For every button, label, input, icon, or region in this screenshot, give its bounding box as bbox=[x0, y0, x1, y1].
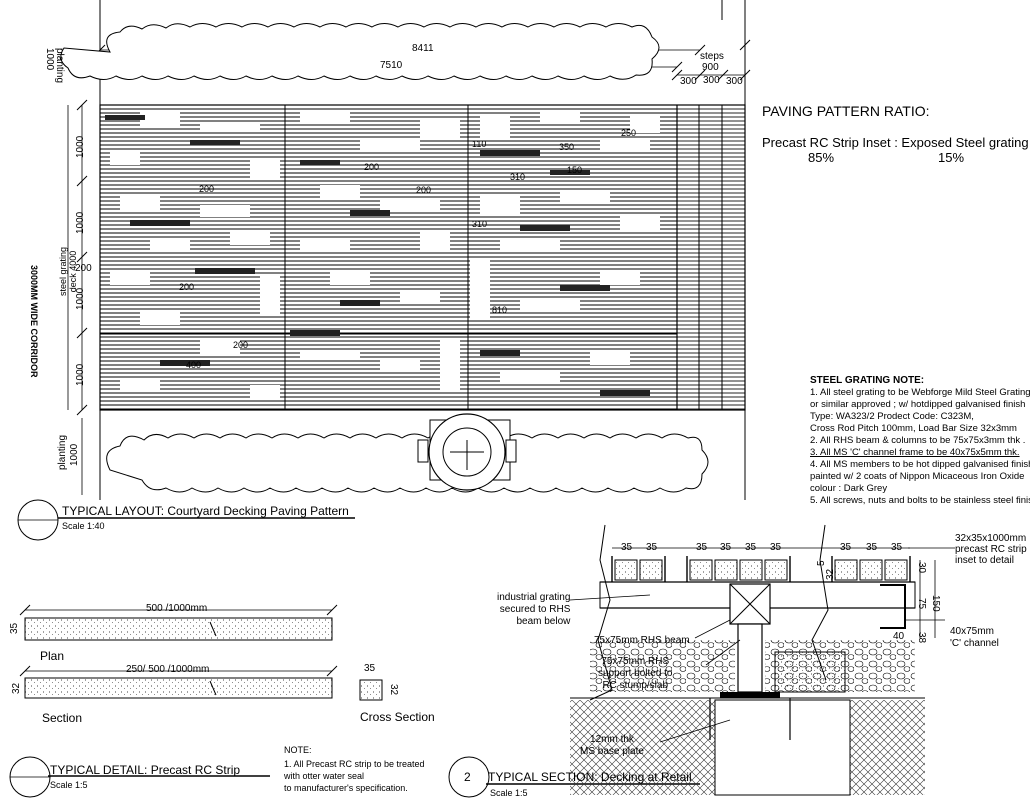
strip-note-heading: NOTE: bbox=[284, 745, 312, 755]
sec-rhs-support-label: 75x75mm RHS support bolted to RC stump/s… bbox=[598, 656, 673, 691]
strip-scale: Scale 1:5 bbox=[50, 780, 88, 790]
sec-dim-35: 35 bbox=[646, 542, 658, 553]
grating-note-line: Type: WA323/2 Prodect Code: C323M, bbox=[810, 411, 974, 422]
sec-dim-35: 35 bbox=[840, 542, 852, 553]
sec-dim-35: 35 bbox=[866, 542, 878, 553]
annot-310-b: 310 bbox=[472, 219, 488, 229]
sec-dim-35: 35 bbox=[891, 542, 903, 553]
corridor-label: 3000MM WIDE CORRIDOR bbox=[29, 265, 39, 378]
annot-200-a: 200 bbox=[364, 162, 380, 172]
grating-note-line: Cross Rod Pitch 100mm, Load Bar Size 32x… bbox=[810, 423, 1017, 434]
annot-200-e: 200 bbox=[233, 340, 249, 350]
sec-strip-label: 32x35x1000mm precast RC strip inset to d… bbox=[955, 533, 1027, 566]
planting-top-label: planting 1000 bbox=[44, 48, 65, 84]
annot-350: 350 bbox=[559, 142, 575, 152]
grating-note-line: colour : Dark Grey bbox=[810, 483, 888, 494]
ratio-left: 85% bbox=[808, 150, 835, 165]
strip-note-line: with otter water seal bbox=[284, 771, 365, 781]
grating-note-line: 4. All MS members to be hot dipped galva… bbox=[810, 459, 1030, 470]
sec-dim-35: 35 bbox=[720, 542, 732, 553]
strip-note-list: 1. All Precast RC strip to be treated wi… bbox=[284, 758, 425, 794]
sec-industrial-label: industrial grating secured to RHS beam b… bbox=[497, 592, 571, 627]
sec-rhs-beam-label: 75x75mm RHS beam bbox=[594, 635, 690, 646]
grating-note-line: 5. All screws, nuts and bolts to be stai… bbox=[810, 495, 1030, 506]
sec-dim-35: 35 bbox=[696, 542, 708, 553]
sec-c-channel-label: 40x75mm 'C' channel bbox=[950, 626, 999, 649]
sec-dim-150: 150 bbox=[930, 595, 941, 612]
sec-dim-35: 35 bbox=[745, 542, 757, 553]
grating-note-line: 1. All steel grating to be Webforge Mild… bbox=[810, 387, 1030, 398]
annot-110: 110 bbox=[472, 139, 487, 149]
row-dim-1: 1000 bbox=[75, 135, 86, 158]
strip-note-line: to manufacturer's specification. bbox=[284, 783, 408, 793]
grating-note-line: or similar approved ; w/ hotdipped galva… bbox=[810, 399, 1026, 410]
sec-dim-38: 38 bbox=[916, 632, 927, 644]
ratio-right: 15% bbox=[938, 150, 965, 165]
annot-200-d: 200 bbox=[179, 282, 195, 292]
sec-dim-32: 32 bbox=[825, 568, 836, 580]
dim-top-total: 8411 bbox=[412, 43, 434, 54]
layout-title: TYPICAL LAYOUT: Courtyard Decking Paving… bbox=[62, 504, 349, 518]
strip-plan-dim: 500 /1000mm bbox=[146, 603, 208, 614]
step-seg-2: 300 bbox=[703, 75, 720, 86]
sec-dim-5: 5 bbox=[816, 560, 827, 566]
steps-value: 900 bbox=[702, 62, 719, 73]
grating-note-line: 3. All MS 'C' channel frame to be 40x75x… bbox=[810, 447, 1020, 458]
sec-number: 2 bbox=[464, 770, 471, 784]
sec-dim-35: 35 bbox=[621, 542, 633, 553]
ratio-label: Precast RC Strip Inset : Exposed Steel g… bbox=[762, 135, 1029, 150]
strip-cross-h: 32 bbox=[388, 684, 399, 696]
row-dim-2: 1000 bbox=[75, 211, 86, 234]
annot-200-c: 200 bbox=[416, 185, 432, 195]
layout-scale: Scale 1:40 bbox=[62, 521, 105, 531]
ratio-heading: PAVING PATTERN RATIO: bbox=[762, 103, 930, 119]
annot-310-a: 310 bbox=[510, 172, 526, 182]
annot-200-b: 200 bbox=[199, 184, 215, 194]
annot-150: 150 bbox=[567, 165, 583, 175]
grating-note-line: painted w/ 2 coats of Nippon Micaceous I… bbox=[810, 471, 1025, 482]
step-seg-1: 300 bbox=[680, 76, 697, 87]
strip-note-line: 1. All Precast RC strip to be treated bbox=[284, 759, 425, 769]
step-seg-3: 300 bbox=[726, 76, 743, 87]
sec-title: TYPICAL SECTION: Decking at Retail bbox=[488, 770, 692, 784]
strip-cross-w: 35 bbox=[364, 663, 376, 674]
annot-810: 810 bbox=[492, 305, 508, 315]
annot-250: 250 bbox=[621, 128, 637, 138]
grating-note-line: 2. All RHS beam & columns to be 75x75x3m… bbox=[810, 435, 1026, 446]
sec-scale: Scale 1:5 bbox=[490, 788, 528, 798]
sec-dim-40: 40 bbox=[893, 631, 905, 642]
grating-note-heading: STEEL GRATING NOTE: bbox=[810, 375, 925, 386]
row-dim-4: 1000 bbox=[75, 363, 86, 386]
steps-label: steps bbox=[700, 51, 724, 62]
strip-plan-label: Plan bbox=[40, 649, 65, 663]
planting-bottom-value: 1000 bbox=[69, 443, 80, 466]
sec-dim-75: 75 bbox=[916, 598, 927, 610]
side-200: 200 bbox=[75, 263, 92, 274]
sec-dim-35: 35 bbox=[770, 542, 782, 553]
annot-400: 400 bbox=[186, 360, 202, 370]
dim-top-inner: 7510 bbox=[380, 60, 403, 71]
strip-title: TYPICAL DETAIL: Precast RC Strip bbox=[50, 763, 241, 777]
planting-bottom-label: planting bbox=[57, 434, 68, 470]
sec-base-plate-label: 12mm thk MS base plate bbox=[580, 734, 644, 757]
strip-section-dim: 250/ 500 /1000mm bbox=[126, 664, 210, 675]
strip-section-thk: 32 bbox=[11, 682, 22, 694]
sec-dim-30: 30 bbox=[916, 562, 927, 574]
strip-cross-label: Cross Section bbox=[360, 710, 435, 724]
strip-section-label: Section bbox=[42, 711, 83, 725]
grating-note-list: 1. All steel grating to be Webforge Mild… bbox=[810, 387, 1030, 507]
strip-plan-thk: 35 bbox=[9, 622, 20, 634]
